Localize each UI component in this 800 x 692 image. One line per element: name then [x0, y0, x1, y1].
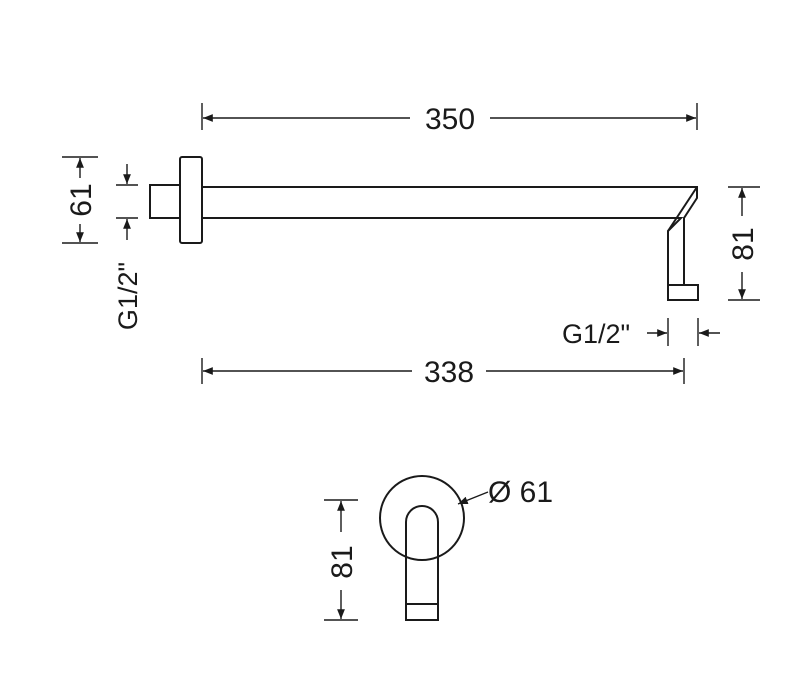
outlet-thread-label: G1/2"	[562, 319, 630, 349]
dimension-drop-height-side: 81	[727, 186, 760, 301]
outlet-thread	[667, 284, 699, 301]
overall-length-label: 350	[425, 103, 475, 136]
inlet-thread-stub	[149, 184, 181, 219]
dimension-outlet-thread: G1/2"	[562, 318, 720, 349]
drop-height-front-label: 81	[326, 545, 359, 578]
inlet-thread-label: G1/2"	[113, 262, 143, 330]
reach-length-label: 338	[424, 356, 474, 389]
arm-bend-line	[667, 186, 698, 232]
wall-flange	[179, 156, 203, 244]
drop-arm-front	[405, 505, 439, 604]
dimension-reach-length: 338	[201, 356, 685, 389]
shower-arm-body	[202, 186, 698, 286]
dimension-drop-height-front: 81	[324, 499, 359, 621]
flange-height-label: 61	[65, 183, 98, 216]
drop-height-side-label: 81	[727, 227, 760, 260]
side-view	[149, 156, 699, 301]
dimension-flange-height: 61	[62, 156, 98, 244]
wall-flange-circle	[379, 475, 465, 561]
front-outlet-thread	[405, 603, 439, 621]
dimension-overall-length: 350	[201, 103, 698, 136]
front-view: Ø 61	[379, 475, 553, 621]
flange-diameter-label: Ø 61	[488, 476, 553, 509]
dimension-inlet-thread: G1/2"	[113, 164, 143, 330]
